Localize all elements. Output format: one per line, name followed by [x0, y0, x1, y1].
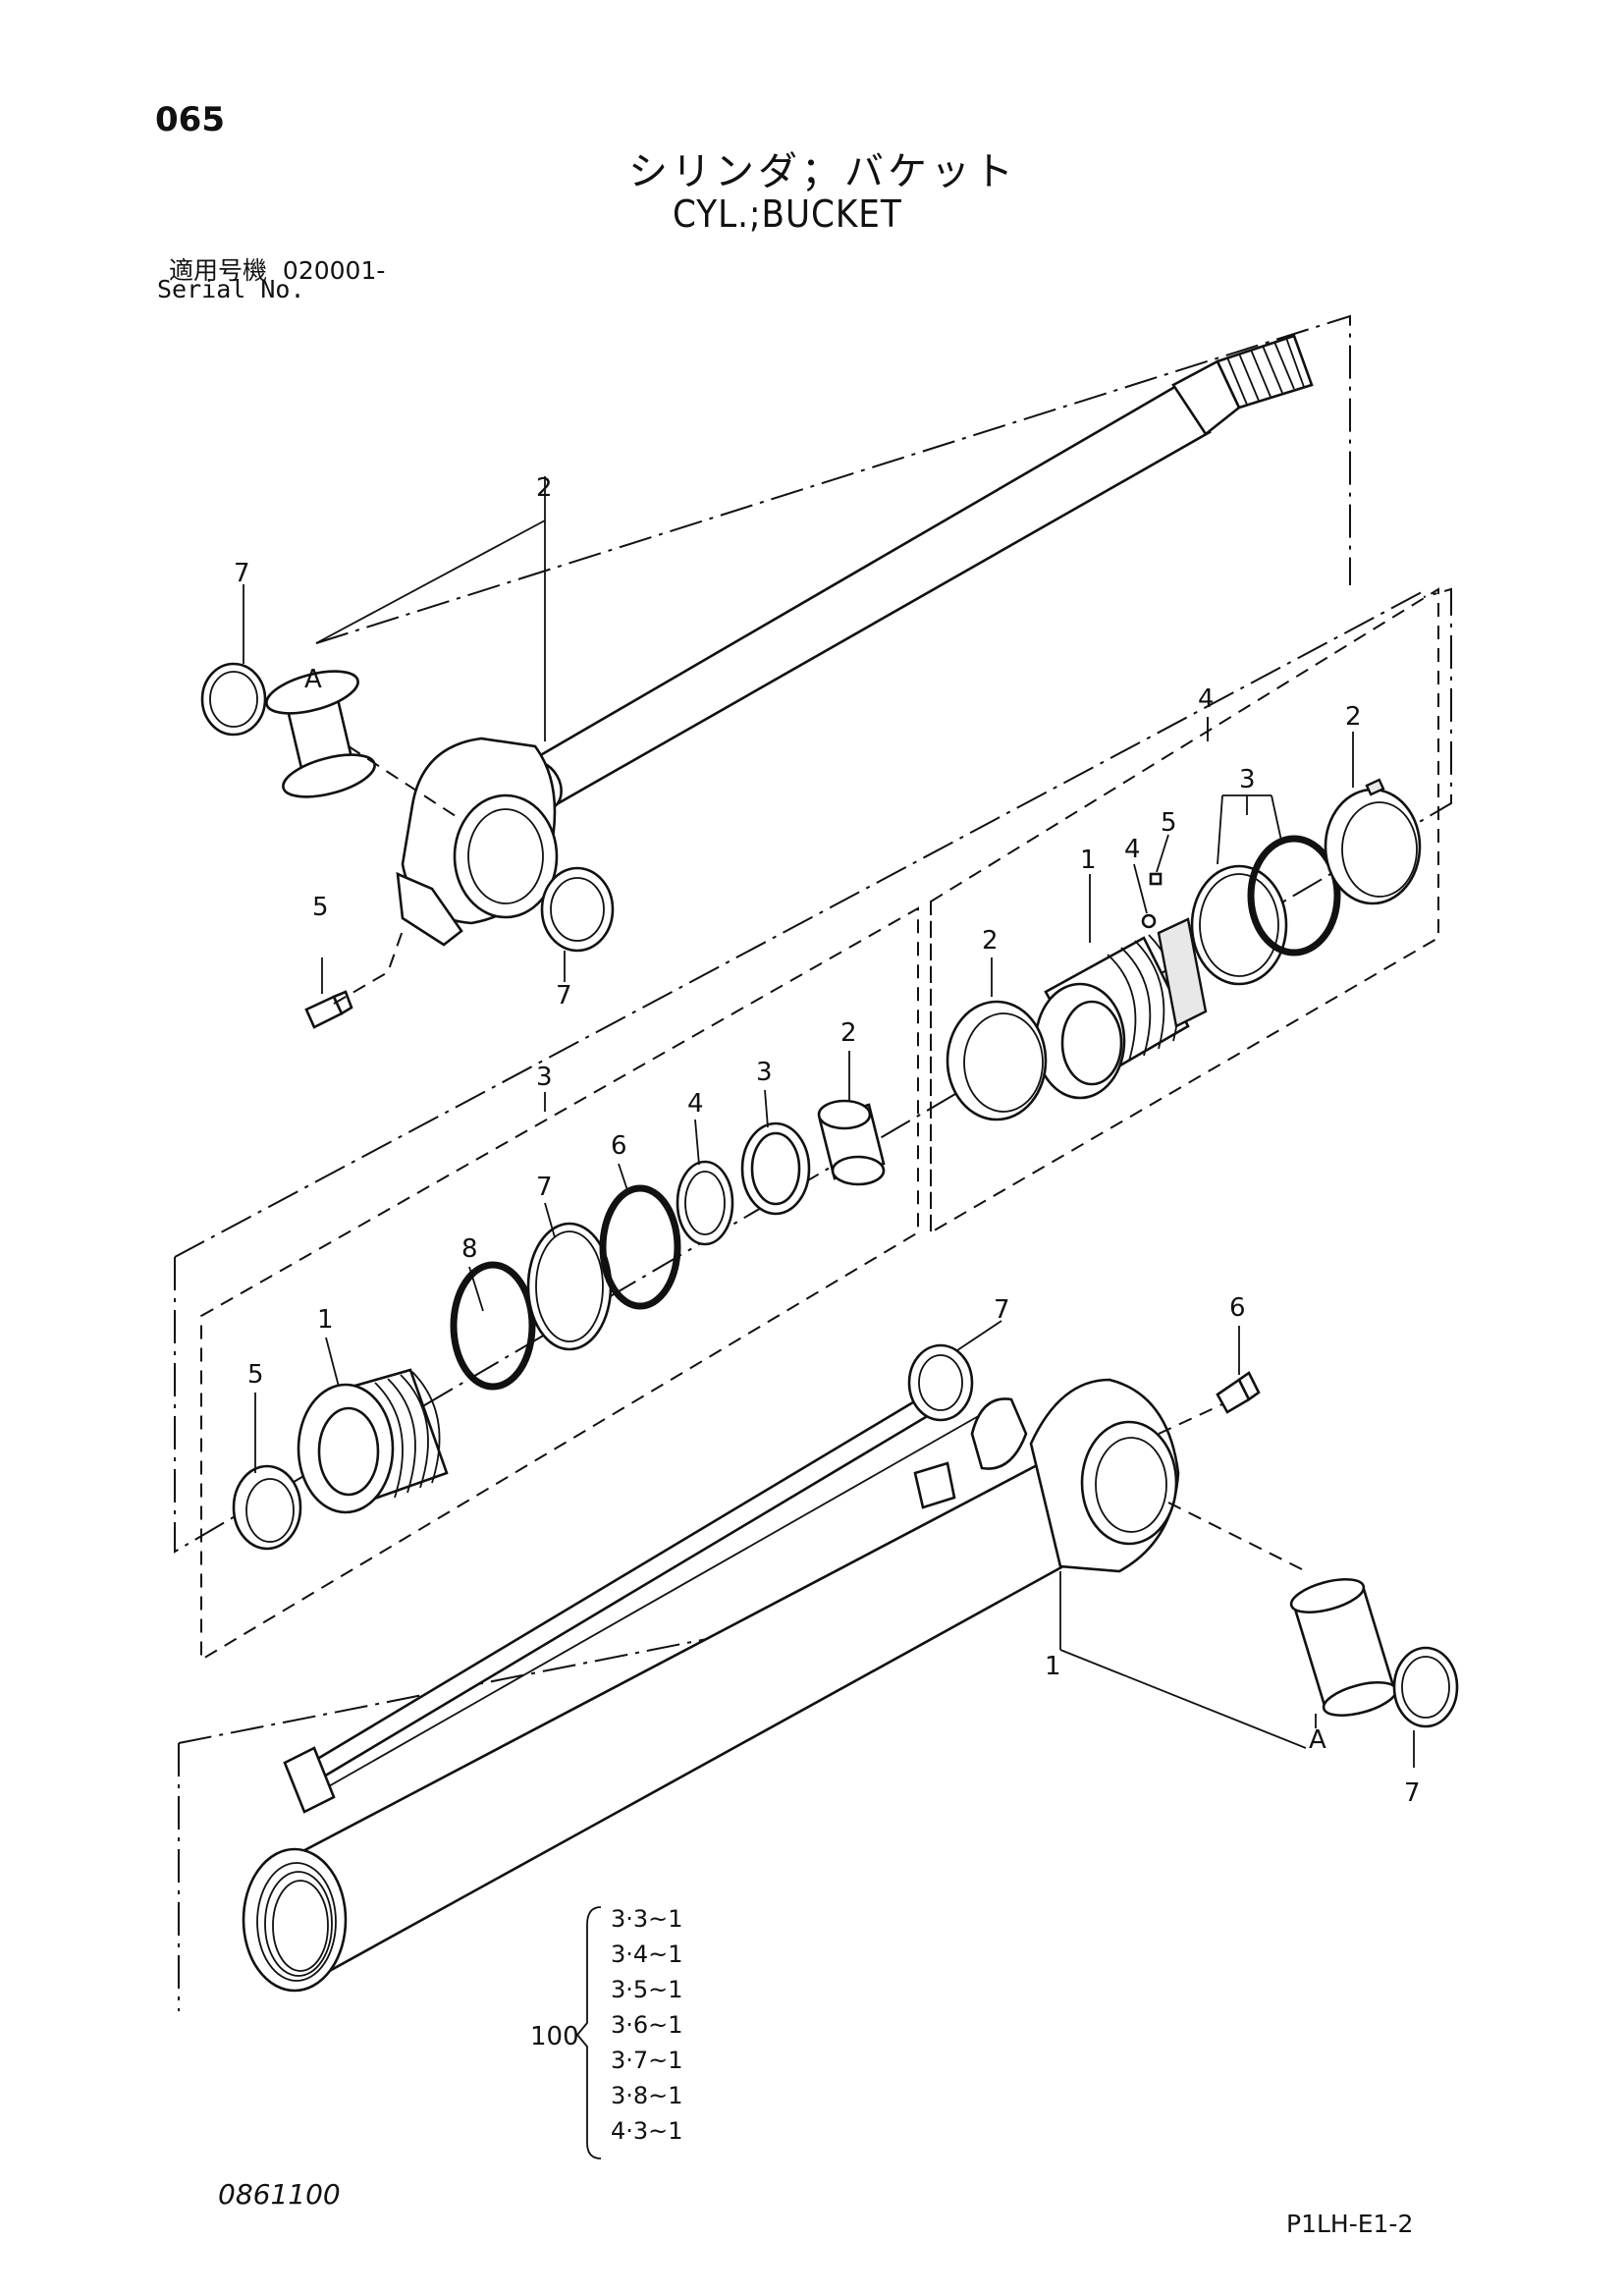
- callout-piston-2-left: 2: [982, 926, 999, 956]
- piston-wear-ring-right: [1324, 778, 1422, 905]
- kit-item: 3·7~1: [611, 2047, 683, 2074]
- callout-piston-4: 4: [1198, 684, 1215, 714]
- title-japanese: シリンダ；バケット: [628, 149, 1017, 194]
- kit-item: 3·5~1: [611, 1976, 683, 2003]
- rod-bushing: [265, 670, 376, 798]
- callout-head-6: 6: [611, 1131, 627, 1161]
- tube-dust-seal-upper: [907, 1343, 974, 1422]
- piston-o-ring: [1247, 835, 1341, 957]
- head-ring-4: [676, 1160, 734, 1246]
- pipe-port-end: [283, 1746, 336, 1814]
- cylinder-tube-assembly: 7 6 1 A 7: [178, 1293, 1459, 2011]
- callout-tube-7-bottom: 7: [1404, 1778, 1421, 1808]
- callout-head-3-small: 3: [756, 1058, 773, 1087]
- serial-applicability: 適用号機 020001-: [169, 251, 385, 287]
- callout-tube-6: 6: [1229, 1293, 1246, 1323]
- tube-grease-fitting: [1216, 1371, 1261, 1414]
- serial-label-en: Serial No.: [157, 275, 305, 303]
- callout-head-8: 8: [461, 1234, 478, 1264]
- rod-assembly-bracket: [315, 314, 1351, 644]
- callout-piston-5: 5: [1161, 808, 1177, 838]
- seal-kit-bracket: [174, 587, 1452, 1554]
- piston: [1034, 917, 1208, 1100]
- callout-tube-A: A: [1309, 1725, 1326, 1755]
- rod-eye-bore: [453, 793, 559, 919]
- head-o-ring-8: [450, 1261, 536, 1391]
- kit-item: 4·3~1: [611, 2117, 683, 2145]
- tube-bushing: [1289, 1577, 1398, 1718]
- piston-wear-ring-left: [946, 1000, 1048, 1121]
- callout-piston-1: 1: [1080, 846, 1097, 875]
- callout-head-7: 7: [536, 1173, 553, 1202]
- cylinder-head: [297, 1368, 449, 1514]
- pipe-elbow: [970, 1397, 1028, 1470]
- piston-assembly-box: [930, 587, 1439, 1234]
- page-number: 065: [155, 100, 225, 139]
- piston-assembly: 4 2 3 5 4 1 2: [930, 587, 1439, 1234]
- piston-slipper-seal: [1190, 864, 1288, 986]
- callout-rod-7-top: 7: [234, 559, 250, 588]
- callout-rod-A: A: [304, 665, 322, 694]
- piston-set-screw: [1149, 872, 1163, 886]
- kit-item: 3·3~1: [611, 1905, 683, 1933]
- callout-head-3: 3: [536, 1063, 553, 1092]
- callout-head-4: 4: [687, 1089, 704, 1119]
- cylinder-head-assembly: 3 2 3 4 6 7 8 1 5: [200, 906, 919, 1662]
- drawing-number: 0861100: [218, 2178, 341, 2211]
- serial-value: 020001-: [282, 256, 386, 285]
- kit-item: 3·4~1: [611, 1941, 683, 1968]
- callout-head-5: 5: [247, 1360, 264, 1390]
- rod-dust-seal-top: [200, 662, 267, 737]
- head-bushing-2: [817, 1099, 886, 1186]
- piston-set-ball: [1141, 913, 1157, 929]
- head-backup-ring-7: [526, 1222, 613, 1351]
- rod-grease-fitting: [304, 990, 353, 1029]
- callout-rod-2: 2: [536, 473, 553, 503]
- page-code: P1LH-E1-2: [1286, 2210, 1414, 2238]
- rod-dust-seal-lower: [540, 866, 615, 953]
- kit-item: 3·6~1: [611, 2011, 683, 2039]
- callout-piston-4-small: 4: [1124, 835, 1141, 864]
- title-english: CYL.;BUCKET: [673, 192, 902, 236]
- callout-rod-7-lower: 7: [556, 981, 572, 1011]
- serial-label-jp: 適用号機: [169, 256, 268, 285]
- piston-rod: [523, 383, 1212, 807]
- rod-assembly: 2 7 A 5 7: [200, 314, 1351, 1029]
- callout-rod-5: 5: [312, 893, 329, 922]
- head-rod-seal-3: [740, 1121, 811, 1216]
- callout-tube-1: 1: [1045, 1652, 1061, 1681]
- callout-tube-7: 7: [994, 1295, 1010, 1325]
- head-dust-seal: [232, 1464, 302, 1551]
- cylinder-head-box: [200, 906, 919, 1662]
- callout-piston-2-right: 2: [1345, 702, 1362, 732]
- callout-head-1: 1: [317, 1305, 334, 1335]
- seal-kit-list: 100 3·3~1 3·4~1 3·5~1 3·6~1 3·7~1 3·8~1 …: [530, 1905, 683, 2159]
- callout-piston-3: 3: [1239, 765, 1256, 794]
- tube-dust-seal-right: [1392, 1646, 1459, 1728]
- kit-number: 100: [530, 2022, 579, 2051]
- pipe-clamp: [913, 1461, 956, 1509]
- callout-head-2: 2: [840, 1018, 857, 1048]
- head-o-ring-6: [599, 1184, 681, 1310]
- kit-item: 3·8~1: [611, 2082, 683, 2109]
